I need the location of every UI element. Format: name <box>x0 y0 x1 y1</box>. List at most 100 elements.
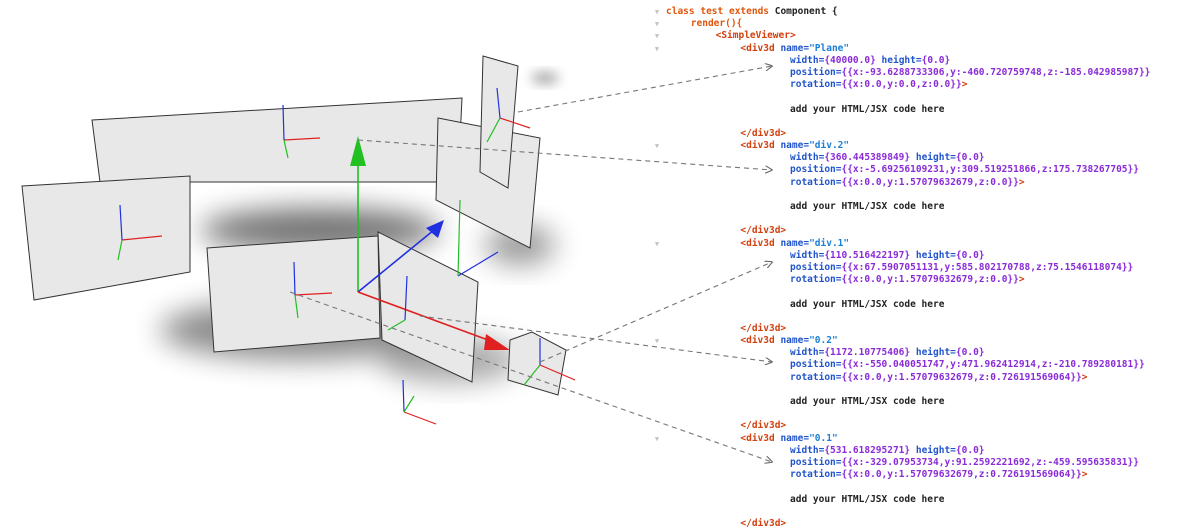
code-line-text: width={40000.0} height={0.0} <box>790 55 950 67</box>
code-line-blank[interactable] <box>652 286 1182 298</box>
code-line-text: position={{x:67.5907051131,y:585.8021707… <box>790 262 1133 274</box>
code-token: {{x: <box>841 274 865 286</box>
code-line-size[interactable]: width={1172.10775406} height={0.0} <box>652 347 1182 359</box>
code-token: {{x: <box>841 164 865 176</box>
code-line-div3d-close[interactable]: </div3d> <box>652 518 1182 530</box>
code-line-div3d-open[interactable]: ▼<div3d name="0.2" <box>652 335 1182 347</box>
pos-x: 67.5907051131 <box>864 261 939 273</box>
code-line-size[interactable]: width={360.445389849} height={0.0} <box>652 152 1182 164</box>
code-line-blank[interactable] <box>652 506 1182 518</box>
code-line-position[interactable]: position={{x:-329.07953734,y:91.25922216… <box>652 457 1182 469</box>
code-line-rotation[interactable]: rotation={{x:0.0,y:1.57079632679,z:0.0}}… <box>652 177 1182 189</box>
fold-arrow-icon[interactable]: ▼ <box>654 239 660 248</box>
fold-arrow-icon[interactable]: ▼ <box>654 20 660 29</box>
placeholder-text: add your HTML/JSX code here <box>790 396 945 407</box>
code-token: {{x: <box>841 469 865 481</box>
height-attr: height= <box>915 249 956 261</box>
code-line-div3d-close[interactable]: </div3d> <box>652 225 1182 237</box>
rot-y: 1.57079632679 <box>898 371 974 383</box>
pos-x: -5.69256109231 <box>864 164 945 176</box>
code-line-blank[interactable] <box>652 408 1182 420</box>
code-line-position[interactable]: position={{x:67.5907051131,y:585.8021707… <box>652 262 1182 274</box>
name-attr: name= <box>780 335 810 347</box>
code-line-size[interactable]: width={531.618295271} height={0.0} <box>652 445 1182 457</box>
code-line-blank[interactable] <box>652 213 1182 225</box>
keyword-extends: extends <box>728 6 770 17</box>
code-token: }} <box>1127 456 1139 468</box>
panel-front[interactable] <box>206 235 381 353</box>
code-line-blank[interactable] <box>652 91 1182 103</box>
code-line-div3d-close[interactable]: </div3d> <box>652 420 1182 432</box>
name-attr: name= <box>780 432 810 444</box>
code-line-text: class test extends Component { <box>666 6 838 18</box>
panel-div-2[interactable] <box>91 97 463 183</box>
code-line-div3d-open[interactable]: ▼<div3d name="div.2" <box>652 140 1182 152</box>
div3d-close-tag: </div3d> <box>740 420 787 432</box>
position-attr: position= <box>790 261 842 273</box>
code-line-div3d-open[interactable]: ▼<div3d name="0.1" <box>652 433 1182 445</box>
placeholder-text: add your HTML/JSX code here <box>790 298 945 310</box>
3d-scene-viewport[interactable] <box>0 0 1188 494</box>
code-token: ,z: <box>1035 164 1054 176</box>
fold-arrow-icon[interactable]: ▼ <box>654 44 660 53</box>
code-editor[interactable]: ▼ class test extends Component {▼render()… <box>652 6 1182 530</box>
fold-arrow-icon[interactable]: ▼ <box>654 434 660 443</box>
axis-gizmo-front <box>293 261 333 319</box>
rotation-attr: rotation= <box>790 176 842 188</box>
code-line-position[interactable]: position={{x:-550.040051747,y:471.962412… <box>652 359 1182 371</box>
code-line-text: <div3d name="Plane" <box>740 43 849 55</box>
code-line-body[interactable]: add your HTML/JSX code here <box>652 299 1182 311</box>
code-line-rotation[interactable]: rotation={{x:0.0,y:0.0,z:0.0}}> <box>652 79 1182 91</box>
width-attr: width= <box>790 347 825 359</box>
code-line-text: <SimpleViewer> <box>716 30 796 42</box>
world-axis-gizmo[interactable] <box>350 136 510 350</box>
code-line-div3d-close[interactable]: </div3d> <box>652 128 1182 140</box>
pos-z: -185.042985987 <box>1058 66 1139 78</box>
axis-gizmo-0-2 <box>387 275 408 331</box>
code-token: ,y: <box>881 274 899 286</box>
div3d-close-tag: </div3d> <box>740 225 787 237</box>
code-line-body[interactable]: add your HTML/JSX code here <box>652 396 1182 408</box>
code-line-class[interactable]: ▼ class test extends Component { <box>652 6 1182 18</box>
code-line-text: position={{x:-5.69256109231,y:309.519251… <box>790 164 1139 176</box>
code-line-size[interactable]: width={110.516422197} height={0.0} <box>652 250 1182 262</box>
fold-arrow-icon[interactable]: ▼ <box>654 337 660 346</box>
position-attr: position= <box>790 456 842 468</box>
code-line-div3d-close[interactable]: </div3d> <box>652 323 1182 335</box>
code-line-blank[interactable] <box>652 116 1182 128</box>
fold-arrow-icon[interactable]: ▼ <box>654 8 660 16</box>
panel-plane[interactable] <box>479 55 531 189</box>
pos-y: 91.2592221692 <box>955 456 1031 468</box>
code-line-blank[interactable] <box>652 384 1182 396</box>
panel-small[interactable] <box>507 331 576 396</box>
rot-y: 1.57079632679 <box>898 469 974 481</box>
width-value: {110.516422197} <box>824 249 911 261</box>
code-line-position[interactable]: position={{x:-5.69256109231,y:309.519251… <box>652 164 1182 176</box>
code-line-blank[interactable] <box>652 311 1182 323</box>
connector-div-1 <box>539 262 772 363</box>
code-line-rotation[interactable]: rotation={{x:0.0,y:1.57079632679,z:0.726… <box>652 469 1182 481</box>
code-line-rotation[interactable]: rotation={{x:0.0,y:1.57079632679,z:0.726… <box>652 372 1182 384</box>
code-line-render[interactable]: ▼render(){ <box>652 18 1182 30</box>
code-line-size[interactable]: width={40000.0} height={0.0} <box>652 55 1182 67</box>
code-line-body[interactable]: add your HTML/JSX code here <box>652 201 1182 213</box>
fold-arrow-icon[interactable]: ▼ <box>654 32 660 41</box>
code-line-body[interactable]: add your HTML/JSX code here <box>652 104 1182 116</box>
panel-0-1[interactable] <box>21 175 191 301</box>
rot-y: 1.57079632679 <box>898 274 974 286</box>
code-line-body[interactable]: add your HTML/JSX code here <box>652 494 1182 506</box>
panel-0-2[interactable] <box>377 231 479 383</box>
rot-x: 0.0 <box>864 274 882 286</box>
code-line-simpleviewer[interactable]: ▼ <SimpleViewer> <box>652 30 1182 42</box>
code-line-position[interactable]: position={{x:-93.6288733306,y:-460.72075… <box>652 67 1182 79</box>
code-line-blank[interactable] <box>652 189 1182 201</box>
width-value: {531.618295271} <box>824 444 911 456</box>
code-line-rotation[interactable]: rotation={{x:0.0,y:1.57079632679,z:0.0}}… <box>652 274 1182 286</box>
code-line-blank[interactable] <box>652 481 1182 493</box>
code-line-div3d-open[interactable]: ▼ <div3d name="Plane" <box>652 43 1182 55</box>
fold-arrow-icon[interactable]: ▼ <box>654 142 660 151</box>
rot-x: 0.0 <box>864 79 882 91</box>
code-line-text: position={{x:-329.07953734,y:91.25922216… <box>790 457 1139 469</box>
placeholder-text: add your HTML/JSX code here <box>790 493 945 505</box>
code-line-div3d-open[interactable]: ▼<div3d name="div.1" <box>652 238 1182 250</box>
